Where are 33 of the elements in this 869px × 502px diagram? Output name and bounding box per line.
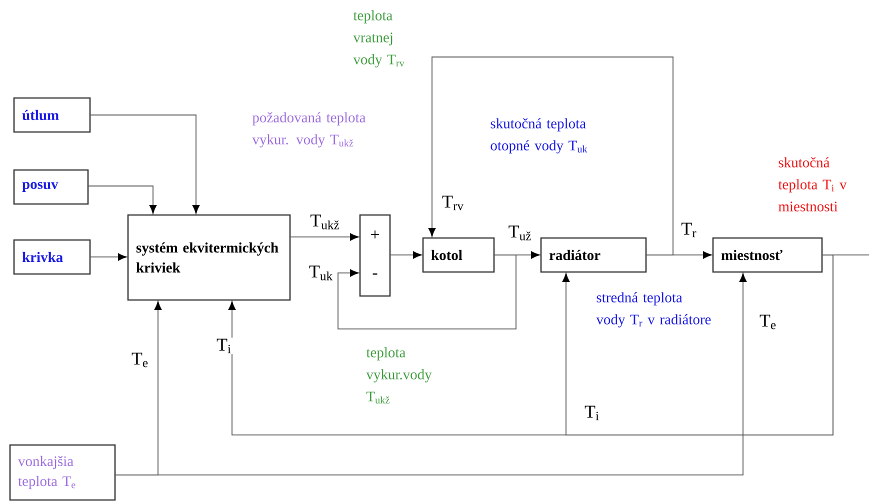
annotation-text: teplota vratnej vody T$_{rv}$ [353,10,404,68]
edge-label: T$_{i}$ [584,404,600,422]
block-box: radiátor [540,237,647,273]
arrow [390,251,422,259]
input-box: vonkajšia teplota T$_{e}$ [9,444,116,501]
annotation-text: požadovaná teplota vykur. vody T$_{ukž}$ [252,112,366,148]
arrow [114,273,747,476]
edge-label: T$_{už}$ [507,224,533,242]
edge-label: T$_{e}$ [130,352,150,368]
annotation-text: skutočná teplota otopné vody T$_{uk}$ [490,118,588,154]
edge-label: T$_{r}$ [680,222,698,238]
summing-box: + - [359,214,391,297]
edge-label: T$_{uk}$ [308,264,334,282]
arrow [90,253,127,261]
block-box: miestnosť [712,237,823,273]
arrow [428,56,674,256]
block-box: kotol [422,237,495,273]
edge-label: T$_{i}$ [216,338,232,354]
annotation-text: skutočná teplota T$_{i}$ v miestnosti [778,157,847,212]
edge-label: T$_{e}$ [758,314,778,330]
arrow [90,114,200,214]
block-box: krivka [13,239,91,275]
block-box: systém ekvitermických kriviek [127,214,291,301]
block-box: posuv [13,169,89,205]
annotation-text: teplota vykur.vody T$_{ukž}$ [366,347,432,404]
arrow [88,186,157,214]
edge-label: T$_{rv}$ [441,194,465,212]
arrow [290,233,359,241]
arrow [338,254,516,330]
block-box: útlum [13,97,91,133]
arrow [562,254,834,436]
edge-label: T$_{ukž}$ [309,214,341,230]
annotation-text: stredná teplota vody T$_{r}$ v radiátore [596,292,711,328]
